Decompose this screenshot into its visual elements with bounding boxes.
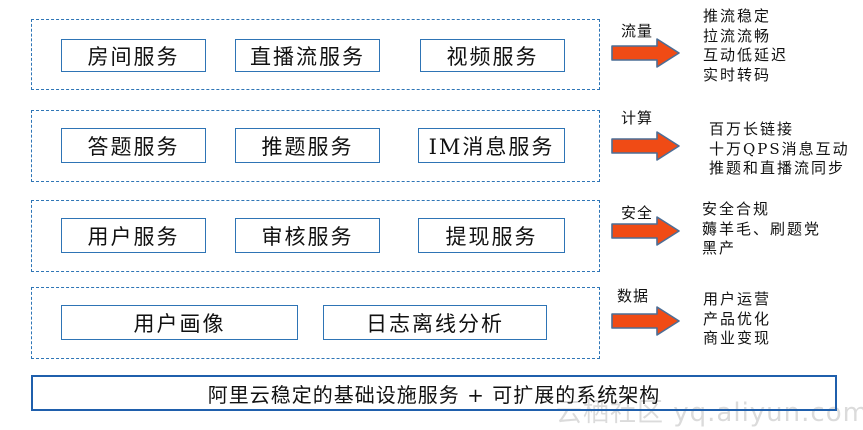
outcome-line: 拉流流畅 [703, 26, 772, 45]
service-group-data [31, 287, 600, 359]
outcome-line: 安全合规 [702, 200, 771, 218]
outcomes-data: 用户运营 产品优化 商业变现 [703, 290, 771, 349]
outcome-line: 推流稳定 [703, 7, 772, 25]
service-group-traffic [31, 19, 600, 90]
service-box-room: 房间服务 [61, 39, 206, 72]
category-label-data: 数据 [617, 287, 650, 305]
outcome-line: 商业变现 [703, 329, 772, 347]
service-box-quiz-push: 推题服务 [235, 128, 380, 163]
right-arrow-icon-compute [611, 131, 680, 161]
service-box-log-offline-analysis: 日志离线分析 [323, 305, 547, 340]
outcomes-security: 安全合规 薅羊毛、刷题党 黑产 [702, 200, 821, 259]
right-arrow-icon-data [611, 306, 680, 336]
outcome-line: 产品优化 [703, 309, 772, 328]
outcome-line: 十万QPS消息互动 [709, 139, 850, 158]
service-box-video: 视频服务 [420, 39, 565, 72]
service-group-compute [31, 110, 600, 182]
right-arrow-icon-traffic [611, 38, 680, 68]
category-label-security: 安全 [621, 204, 654, 222]
service-box-user: 用户服务 [61, 218, 206, 253]
category-label-traffic: 流量 [621, 22, 654, 40]
outcome-line: 用户运营 [703, 290, 772, 308]
outcomes-compute: 百万长链接 十万QPS消息互动 推题和直播流同步 [709, 120, 850, 179]
right-arrow-icon-security [611, 216, 680, 246]
outcomes-traffic: 推流稳定 拉流流畅 互动低延迟 实时转码 [703, 7, 788, 85]
service-box-withdraw: 提现服务 [418, 218, 565, 253]
category-label-compute: 计算 [621, 109, 654, 127]
service-box-livestream: 直播流服务 [235, 39, 380, 72]
service-box-quiz-answer: 答题服务 [61, 128, 206, 163]
outcome-line: 薅羊毛、刷题党 [702, 219, 822, 238]
outcome-line: 互动低延迟 [703, 46, 789, 64]
infrastructure-banner: 阿里云稳定的基础设施服务 + 可扩展的系统架构 [31, 375, 837, 411]
service-box-review: 审核服务 [235, 218, 380, 253]
outcome-line: 黑产 [702, 239, 737, 257]
outcome-line: 实时转码 [703, 65, 772, 84]
service-box-im-message: IM消息服务 [418, 128, 565, 163]
service-box-user-profile: 用户画像 [61, 305, 298, 340]
outcome-line: 百万长链接 [709, 120, 795, 138]
outcome-line: 推题和直播流同步 [709, 159, 846, 177]
watermark-text: 云栖社区 yq.aliyun.com [556, 398, 863, 428]
service-group-security [31, 200, 600, 272]
